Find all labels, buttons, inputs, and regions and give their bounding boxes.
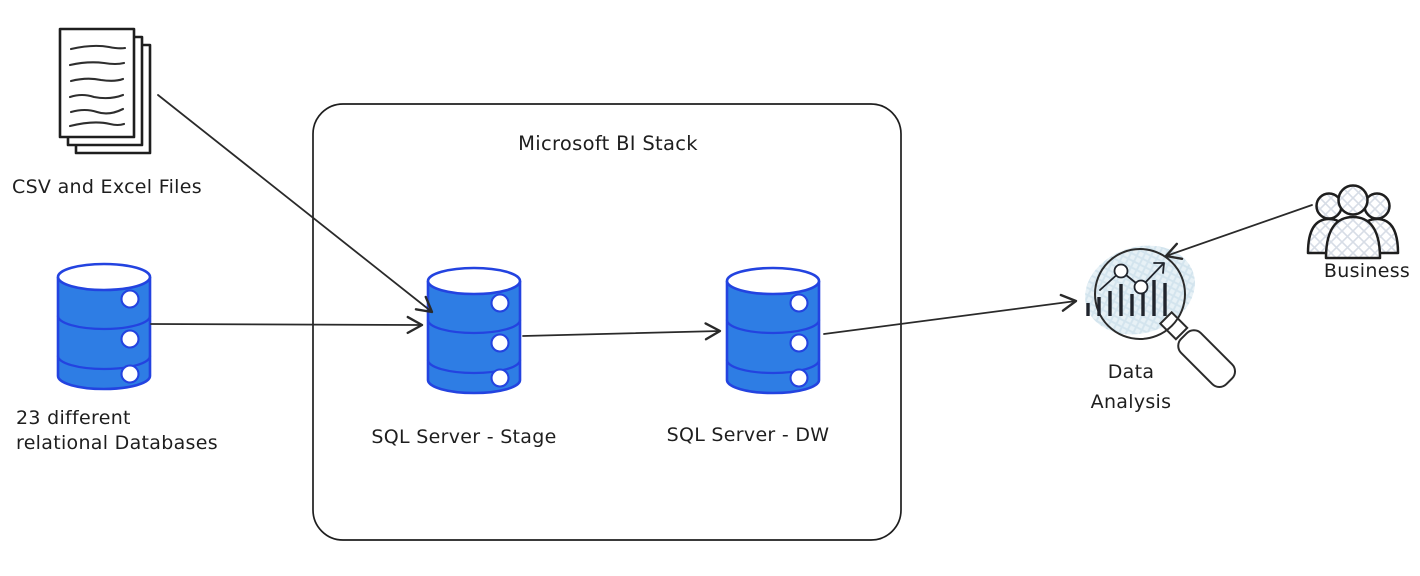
relational-databases-label-line2: relational Databases bbox=[16, 432, 218, 454]
sql-server-dw-icon bbox=[725, 266, 821, 395]
relational-databases-label-line1: 23 different bbox=[16, 407, 131, 429]
data-analysis-icon bbox=[1085, 245, 1237, 389]
sql-server-stage-label: SQL Server - Stage bbox=[371, 426, 556, 448]
data-analysis-label-line1: Data bbox=[1108, 361, 1155, 383]
relational-databases-icon bbox=[56, 262, 152, 391]
edge-csv-to-stage bbox=[157, 94, 434, 314]
edge-databases-to-stage bbox=[150, 315, 424, 335]
edge-business-to-analysis bbox=[1164, 204, 1313, 260]
business-icon bbox=[1306, 184, 1400, 260]
data-analysis-label-line2: Analysis bbox=[1091, 391, 1172, 413]
business-label: Business bbox=[1324, 260, 1410, 282]
sql-server-dw-label: SQL Server - DW bbox=[667, 424, 830, 446]
microsoft-bi-stack-container bbox=[312, 103, 902, 541]
csv-excel-files-label: CSV and Excel Files bbox=[12, 176, 202, 198]
edge-stage-to-dw bbox=[522, 322, 722, 341]
csv-excel-files-icon bbox=[58, 27, 152, 155]
sql-server-stage-icon bbox=[426, 266, 522, 395]
edge-dw-to-analysis bbox=[823, 293, 1078, 335]
container-title: Microsoft BI Stack bbox=[518, 132, 698, 155]
